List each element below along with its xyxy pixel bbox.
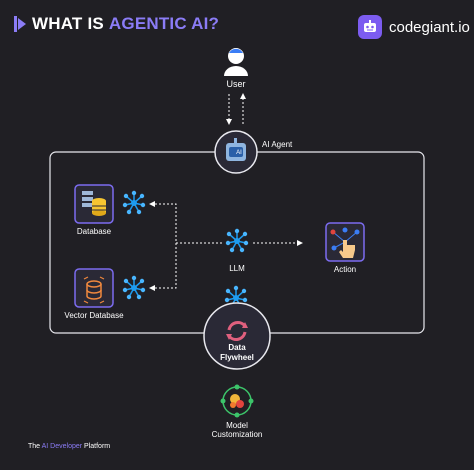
action-label: Action	[333, 265, 357, 274]
footer-prefix: The	[28, 443, 41, 450]
model-customization-label: Model Customization	[197, 421, 277, 439]
flywheel-icon	[226, 321, 248, 341]
user-label: User	[226, 79, 246, 89]
user-icon	[224, 48, 248, 76]
title-accent: AGENTIC AI?	[108, 14, 220, 33]
brand[interactable]: codegiant.io	[358, 15, 470, 39]
page-title: WHAT IS AGENTIC AI?	[32, 14, 219, 34]
ai-agent-label: AI Agent	[262, 140, 293, 149]
vector-database-icon	[83, 276, 105, 304]
data-flywheel-label-line1: Data	[228, 343, 246, 352]
database-neural-node-icon	[122, 190, 146, 215]
data-flywheel-label-line2: Flywheel	[220, 353, 254, 362]
agent-badge: AI	[236, 150, 242, 156]
model-customization-label-line1: Model	[226, 421, 248, 430]
vector-neural-node-icon	[122, 275, 146, 300]
title-mark-icon	[14, 16, 26, 32]
llm-to-database-connector	[149, 201, 222, 244]
vector-database-tile	[74, 268, 114, 308]
llm-to-vector-connector	[149, 243, 177, 291]
footer-suffix: Platform	[84, 443, 111, 450]
codegiant-logo-icon	[358, 15, 382, 39]
llm-neural-node-icon	[225, 228, 249, 253]
database-label: Database	[76, 227, 112, 236]
title-prefix: WHAT IS	[32, 14, 104, 33]
brand-name: codegiant.io	[389, 18, 470, 36]
action-hand-icon	[330, 227, 360, 258]
vector-database-label: Vector Database	[64, 311, 124, 320]
llm-label: LLM	[229, 264, 245, 273]
database-icon	[82, 191, 106, 216]
data-flywheel-label: Data Flywheel	[207, 343, 267, 363]
robot-icon	[226, 138, 246, 161]
model-customization-icon	[220, 384, 254, 418]
footer-accent: AI Developer	[41, 443, 83, 450]
data-flywheel-circle	[203, 302, 271, 370]
footer: The AI Developer Platform	[28, 443, 110, 450]
model-customization-label-line2: Customization	[211, 430, 263, 439]
